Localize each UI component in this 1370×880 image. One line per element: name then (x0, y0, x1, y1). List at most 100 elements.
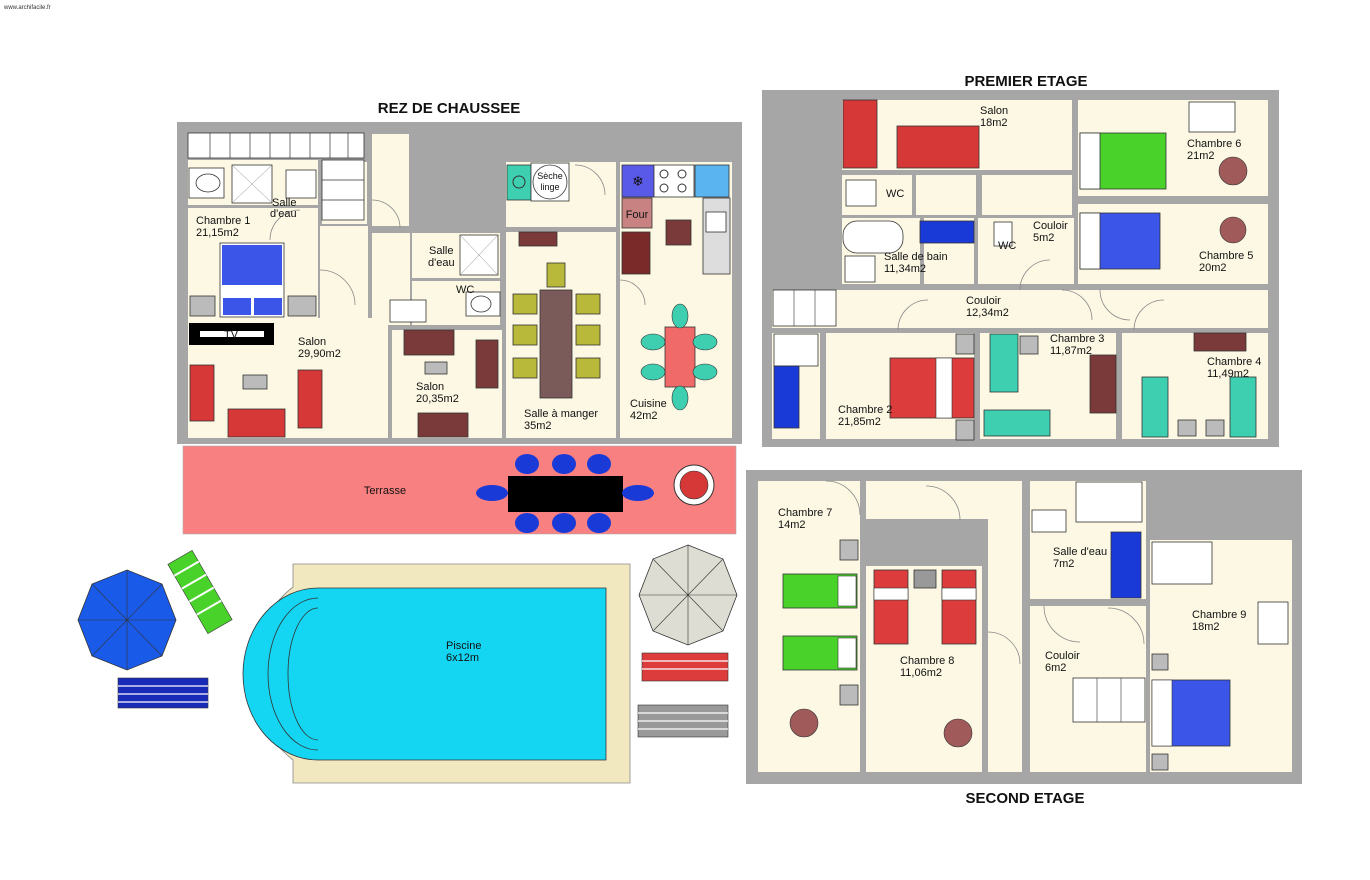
cooktop-icon (653, 164, 695, 198)
room-label-chambre-4: Chambre 4 (1207, 356, 1261, 368)
sofa-icon (227, 408, 286, 438)
room-label-couloir-second: Couloir (1045, 650, 1080, 662)
sofa-icon (417, 412, 469, 438)
room-area-salle-a-manger: 35m2 (524, 420, 552, 432)
side-table-icon (1219, 216, 1247, 244)
single-bed-icon (873, 569, 909, 645)
room-label-chambre-5: Chambre 5 (1199, 250, 1253, 262)
room-label-salon-1: Salon (298, 336, 326, 348)
room-label-chambre-1: Chambre 1 (196, 215, 250, 227)
room-label-chambre-7: Chambre 7 (778, 507, 832, 519)
shower-icon (1075, 481, 1143, 523)
dryer-label-1: Sèche (537, 171, 563, 181)
room-label-salle-eau-b-2: d'eau (428, 257, 455, 269)
bathtub-icon (842, 220, 904, 254)
toilet-icon (845, 179, 877, 207)
room-label-chambre-2: Chambre 2 (838, 404, 892, 416)
sink-icon (389, 299, 427, 323)
room-area-salon-2: 20,35m2 (416, 393, 459, 405)
room-area-salon-1: 29,90m2 (298, 348, 341, 360)
sofa-icon (297, 369, 323, 429)
shower-icon (1188, 101, 1236, 133)
shower-icon (844, 255, 876, 283)
kitchen-table-icon (664, 326, 696, 388)
oven-icon (621, 197, 653, 229)
pool-water (242, 587, 607, 761)
room-area-salon-first: 18m2 (980, 117, 1008, 129)
room-label-cuisine: Cuisine (630, 398, 667, 410)
room-area-chambre-3: 11,87m2 (1050, 345, 1092, 357)
side-table-icon (1218, 156, 1248, 186)
room-label-wc-first: WC (886, 188, 904, 200)
deckchair-grey-icon (637, 704, 729, 738)
deckchair-green-icon (167, 549, 233, 635)
parasol-grey-icon (638, 544, 738, 646)
pool-area (242, 563, 631, 784)
room-area-chambre-2: 21,85m2 (838, 416, 881, 428)
first-floor-plan (762, 90, 1279, 447)
single-bed-icon (989, 333, 1019, 393)
side-table-icon (789, 708, 819, 738)
room-area-chambre-9: 18m2 (1192, 621, 1220, 633)
room-label-chambre-3: Chambre 3 (1050, 333, 1104, 345)
dresser-icon (1193, 332, 1247, 352)
chair-icon (575, 293, 601, 315)
double-sink-icon (919, 220, 975, 244)
second-floor-title: SECOND ETAGE (966, 790, 1085, 807)
svg-text:❄: ❄ (632, 173, 644, 189)
sofa-icon (189, 364, 215, 422)
room-label-chambre-8: Chambre 8 (900, 655, 954, 667)
chair-icon (512, 324, 538, 346)
side-table-icon (943, 718, 973, 748)
chair-icon (575, 324, 601, 346)
terrace (182, 445, 737, 535)
dresser-icon (1089, 354, 1117, 414)
room-label-salle-a-manger: Salle à manger (524, 408, 598, 420)
room-label-salle-eau: Salle (272, 197, 296, 209)
terrace-label: Terrasse (364, 485, 406, 497)
room-area-salle-de-bain: 11,34m2 (884, 263, 926, 275)
wine-fridge-icon (694, 164, 730, 198)
room-area-chambre-8: 11,06m2 (900, 667, 942, 679)
tv-label: TV (224, 329, 239, 341)
shower-icon (773, 333, 819, 367)
room-area-cuisine: 42m2 (630, 410, 658, 422)
room-area-chambre-4: 11,49m2 (1207, 368, 1249, 380)
room-label-chambre-6: Chambre 6 (1187, 138, 1241, 150)
room-area-couloir-small: 5m2 (1033, 232, 1054, 244)
chair-icon (546, 262, 566, 288)
ground-floor-plan: TV Sèche linge ❄ (177, 122, 742, 444)
toilet-icon (1031, 509, 1067, 533)
deckchair-red-icon (641, 652, 729, 682)
double-sink-icon (773, 365, 800, 429)
sink-icon (285, 169, 317, 199)
stairs-icon (187, 132, 365, 221)
single-bed-icon (983, 409, 1051, 437)
chair-icon (512, 357, 538, 379)
deckchair-blue-icon (117, 677, 209, 709)
pool-label: Piscine (446, 640, 481, 652)
shower-icon (1151, 541, 1213, 585)
sink-icon (705, 211, 727, 233)
pool-size: 6x12m (446, 652, 479, 664)
room-area-chambre-5: 20m2 (1199, 262, 1227, 274)
single-bed-icon (941, 569, 977, 645)
room-label-wc-first-2: WC (998, 240, 1016, 252)
sofa-icon (403, 329, 455, 356)
room-area-chambre-1: 21,15m2 (196, 227, 239, 239)
sofa-icon (475, 339, 499, 389)
toilet-icon (993, 221, 1013, 247)
dining-table-icon (539, 289, 573, 399)
room-label-salle-eau-b: Salle (429, 245, 453, 257)
first-floor-title: PREMIER ETAGE (964, 73, 1087, 90)
second-floor-plan (746, 470, 1302, 784)
room-area-salle-eau-second: 7m2 (1053, 558, 1074, 570)
room-label-salle-de-bain: Salle de bain (884, 251, 948, 263)
washing-machine-icon (506, 164, 532, 201)
sofa-icon (842, 99, 878, 169)
double-bed-icon (889, 357, 975, 419)
chair-icon (575, 357, 601, 379)
single-bed-icon (1141, 376, 1169, 438)
room-label-salon-2: Salon (416, 381, 444, 393)
